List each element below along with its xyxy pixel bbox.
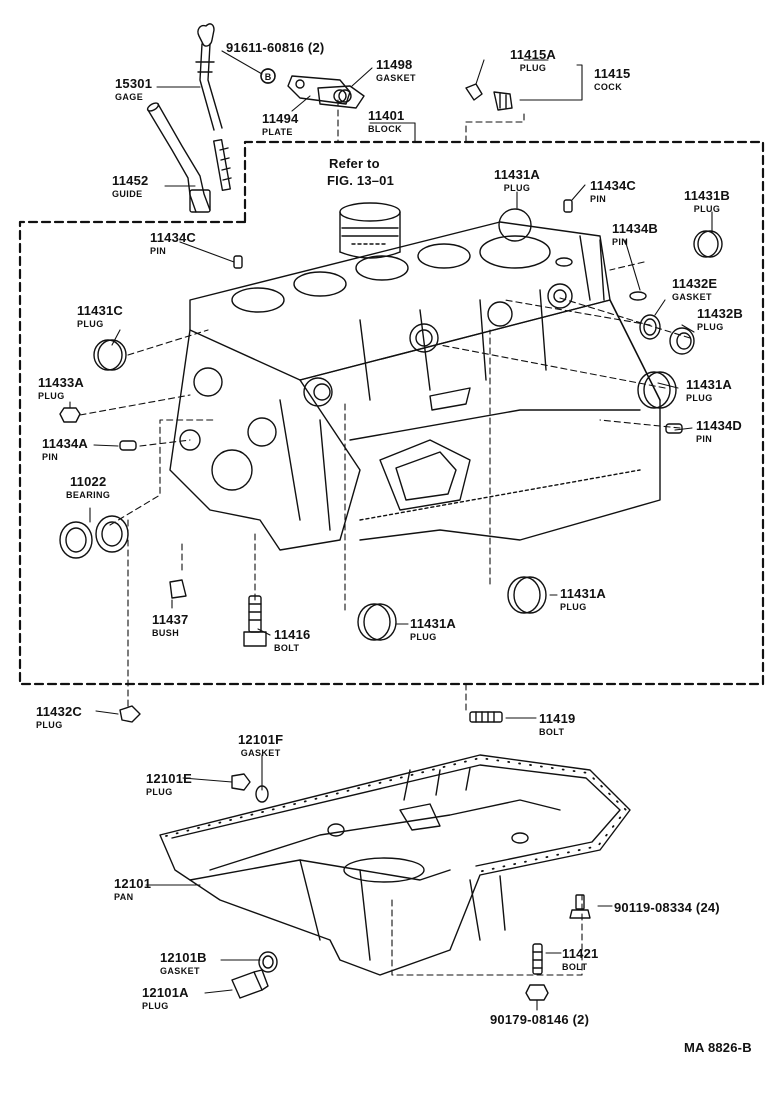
badge-letter: B <box>265 72 272 82</box>
label-90119-08334: 90119-08334 (24) <box>614 900 720 915</box>
plate-gasket <box>260 68 365 109</box>
pan-small-parts <box>231 773 591 1001</box>
block-boundary <box>18 140 765 686</box>
reference-note: Refer to FIG. 13–01 <box>327 156 395 188</box>
label-90179-08146: 90179-08146 (2) <box>490 1012 590 1027</box>
leader-lines <box>69 50 713 1011</box>
oil-pan <box>159 754 631 976</box>
bolt-badge <box>260 68 276 84</box>
oil-gage <box>195 23 232 192</box>
cylinder-block <box>169 221 661 551</box>
drain-cock <box>465 83 513 111</box>
drawing-code: MA 8826-B <box>684 1040 752 1055</box>
block-small-parts <box>59 199 723 723</box>
assembly-lines <box>79 99 691 976</box>
label-91611-60816: 91611-60816 (2) <box>226 40 325 55</box>
gage-guide <box>146 102 211 213</box>
